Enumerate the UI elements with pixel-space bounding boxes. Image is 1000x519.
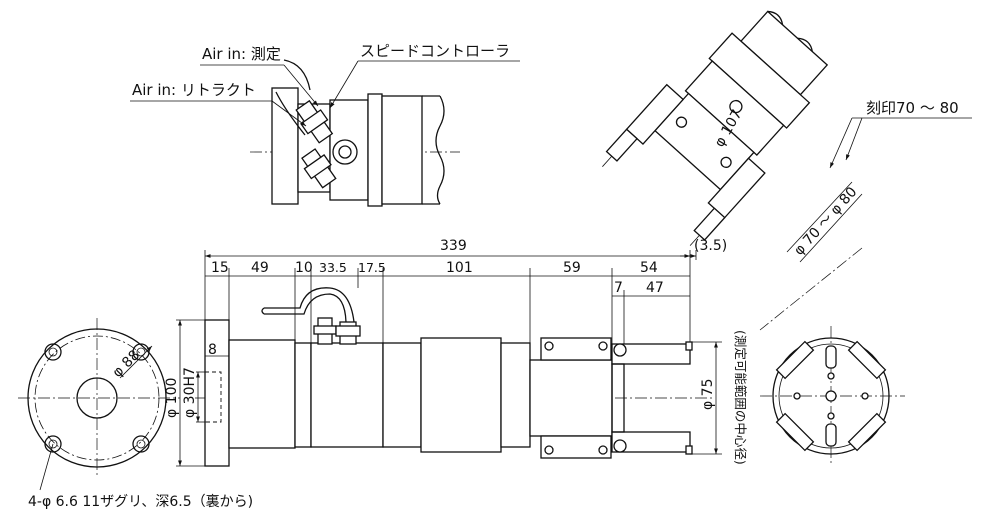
upper-finger [611, 343, 691, 365]
dim-339: 339 [440, 238, 467, 254]
isometric-view [602, 10, 863, 331]
label-air-in-retract: Air in: リトラクト [132, 81, 256, 99]
side-flange [204, 319, 230, 467]
front-flange-circle [27, 328, 167, 468]
end-view [760, 326, 905, 466]
top-fitting [332, 139, 358, 165]
dim-54: 54 [640, 260, 658, 276]
side-adapter [228, 339, 296, 449]
dim-15: 15 [211, 260, 229, 276]
dim-59: 59 [563, 260, 581, 276]
dim-49: 49 [251, 260, 269, 276]
dim-3-5: (3.5) [694, 238, 727, 254]
dim-33-5: 33.5 [319, 260, 347, 275]
side-probe-head [529, 359, 613, 437]
dim-phi-100: φ 100 [164, 378, 180, 418]
dim-phi-88: φ 88 [110, 347, 144, 381]
top-flange [271, 87, 299, 205]
top-view [250, 59, 460, 207]
note-measure-center: (測定可能範囲の中心径) [733, 330, 748, 465]
lower-finger [611, 431, 691, 453]
side-valve-section [310, 342, 384, 448]
dim-7: 7 [614, 280, 623, 296]
top-body [381, 95, 423, 205]
dim-17-5: 17.5 [358, 260, 386, 275]
dim-phi-30h7: φ 30H7 [182, 367, 198, 418]
label-speed-controller: スピードコントローラ [360, 42, 510, 60]
note-holes: 4-φ 6.6 11ザグリ、深6.5（裏から) [28, 493, 253, 510]
dim-8: 8 [208, 342, 217, 358]
top-view-labels: Air in: 測定 スピードコントローラ Air in: リトラクト [130, 42, 520, 127]
dim-47: 47 [646, 280, 664, 296]
mounting-holes [44, 343, 150, 453]
label-air-in-measure: Air in: 測定 [202, 45, 281, 63]
side-main-body [420, 337, 502, 453]
dim-phi-75: φ 75 [700, 379, 716, 411]
dim-10: 10 [295, 260, 313, 276]
side-view [195, 287, 712, 467]
side-dimensions: 339 (3.5) 15 49 10 33.5 17.5 101 59 54 7… [164, 238, 748, 467]
dim-phi-70-80: φ 70 ～ φ 80 [791, 184, 860, 259]
label-engraving: 刻印70 ～ 80 [866, 99, 959, 117]
dim-101: 101 [446, 260, 473, 276]
